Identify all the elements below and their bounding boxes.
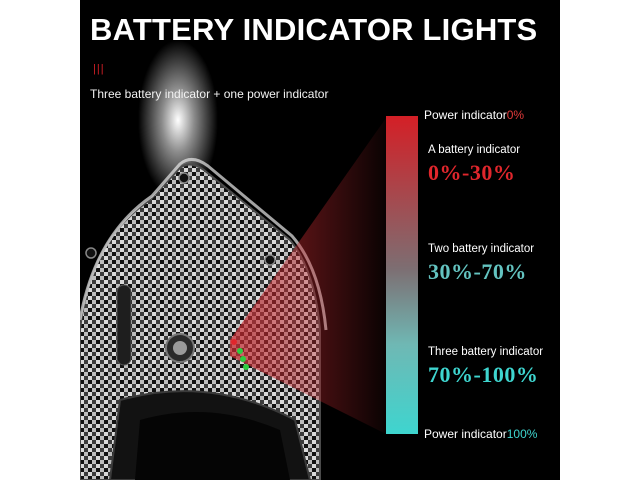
power-indicator-bottom-label: Power indicator100% [424,427,537,441]
level-three-label: Three battery indicator [428,346,544,358]
battery-gradient-bar [386,116,418,434]
power-indicator-top-label: Power indicator0% [424,108,524,122]
level-two-range: 30%-70% [428,259,527,284]
title-accent-mark: ||| [93,63,105,75]
level-one: A battery indicator 0%-30% [428,144,520,186]
level-three: Three battery indicator 70%-100% [428,346,543,388]
power-indicator-top-value: 0% [506,108,525,122]
level-two: Two battery indicator 30%-70% [428,243,534,285]
level-two-label: Two battery indicator [428,243,535,255]
page-subtitle: Three battery indicator + one power indi… [90,87,329,101]
skateboard-nose-carbon-icon [80,40,386,480]
power-button-icon [165,333,195,363]
level-one-label: A battery indicator [428,144,521,156]
power-indicator-top-text: Power indicator [424,108,507,122]
page-title: BATTERY INDICATOR LIGHTS [90,12,538,47]
battery-led-dots-icon [231,339,249,370]
power-indicator-bottom-value: 100% [506,427,538,441]
level-one-range: 0%-30% [428,160,516,185]
level-three-range: 70%-100% [428,362,539,387]
power-indicator-bottom-text: Power indicator [424,427,507,441]
battery-indicator-panel: BATTERY INDICATOR LIGHTS ||| Three batte… [80,0,560,480]
